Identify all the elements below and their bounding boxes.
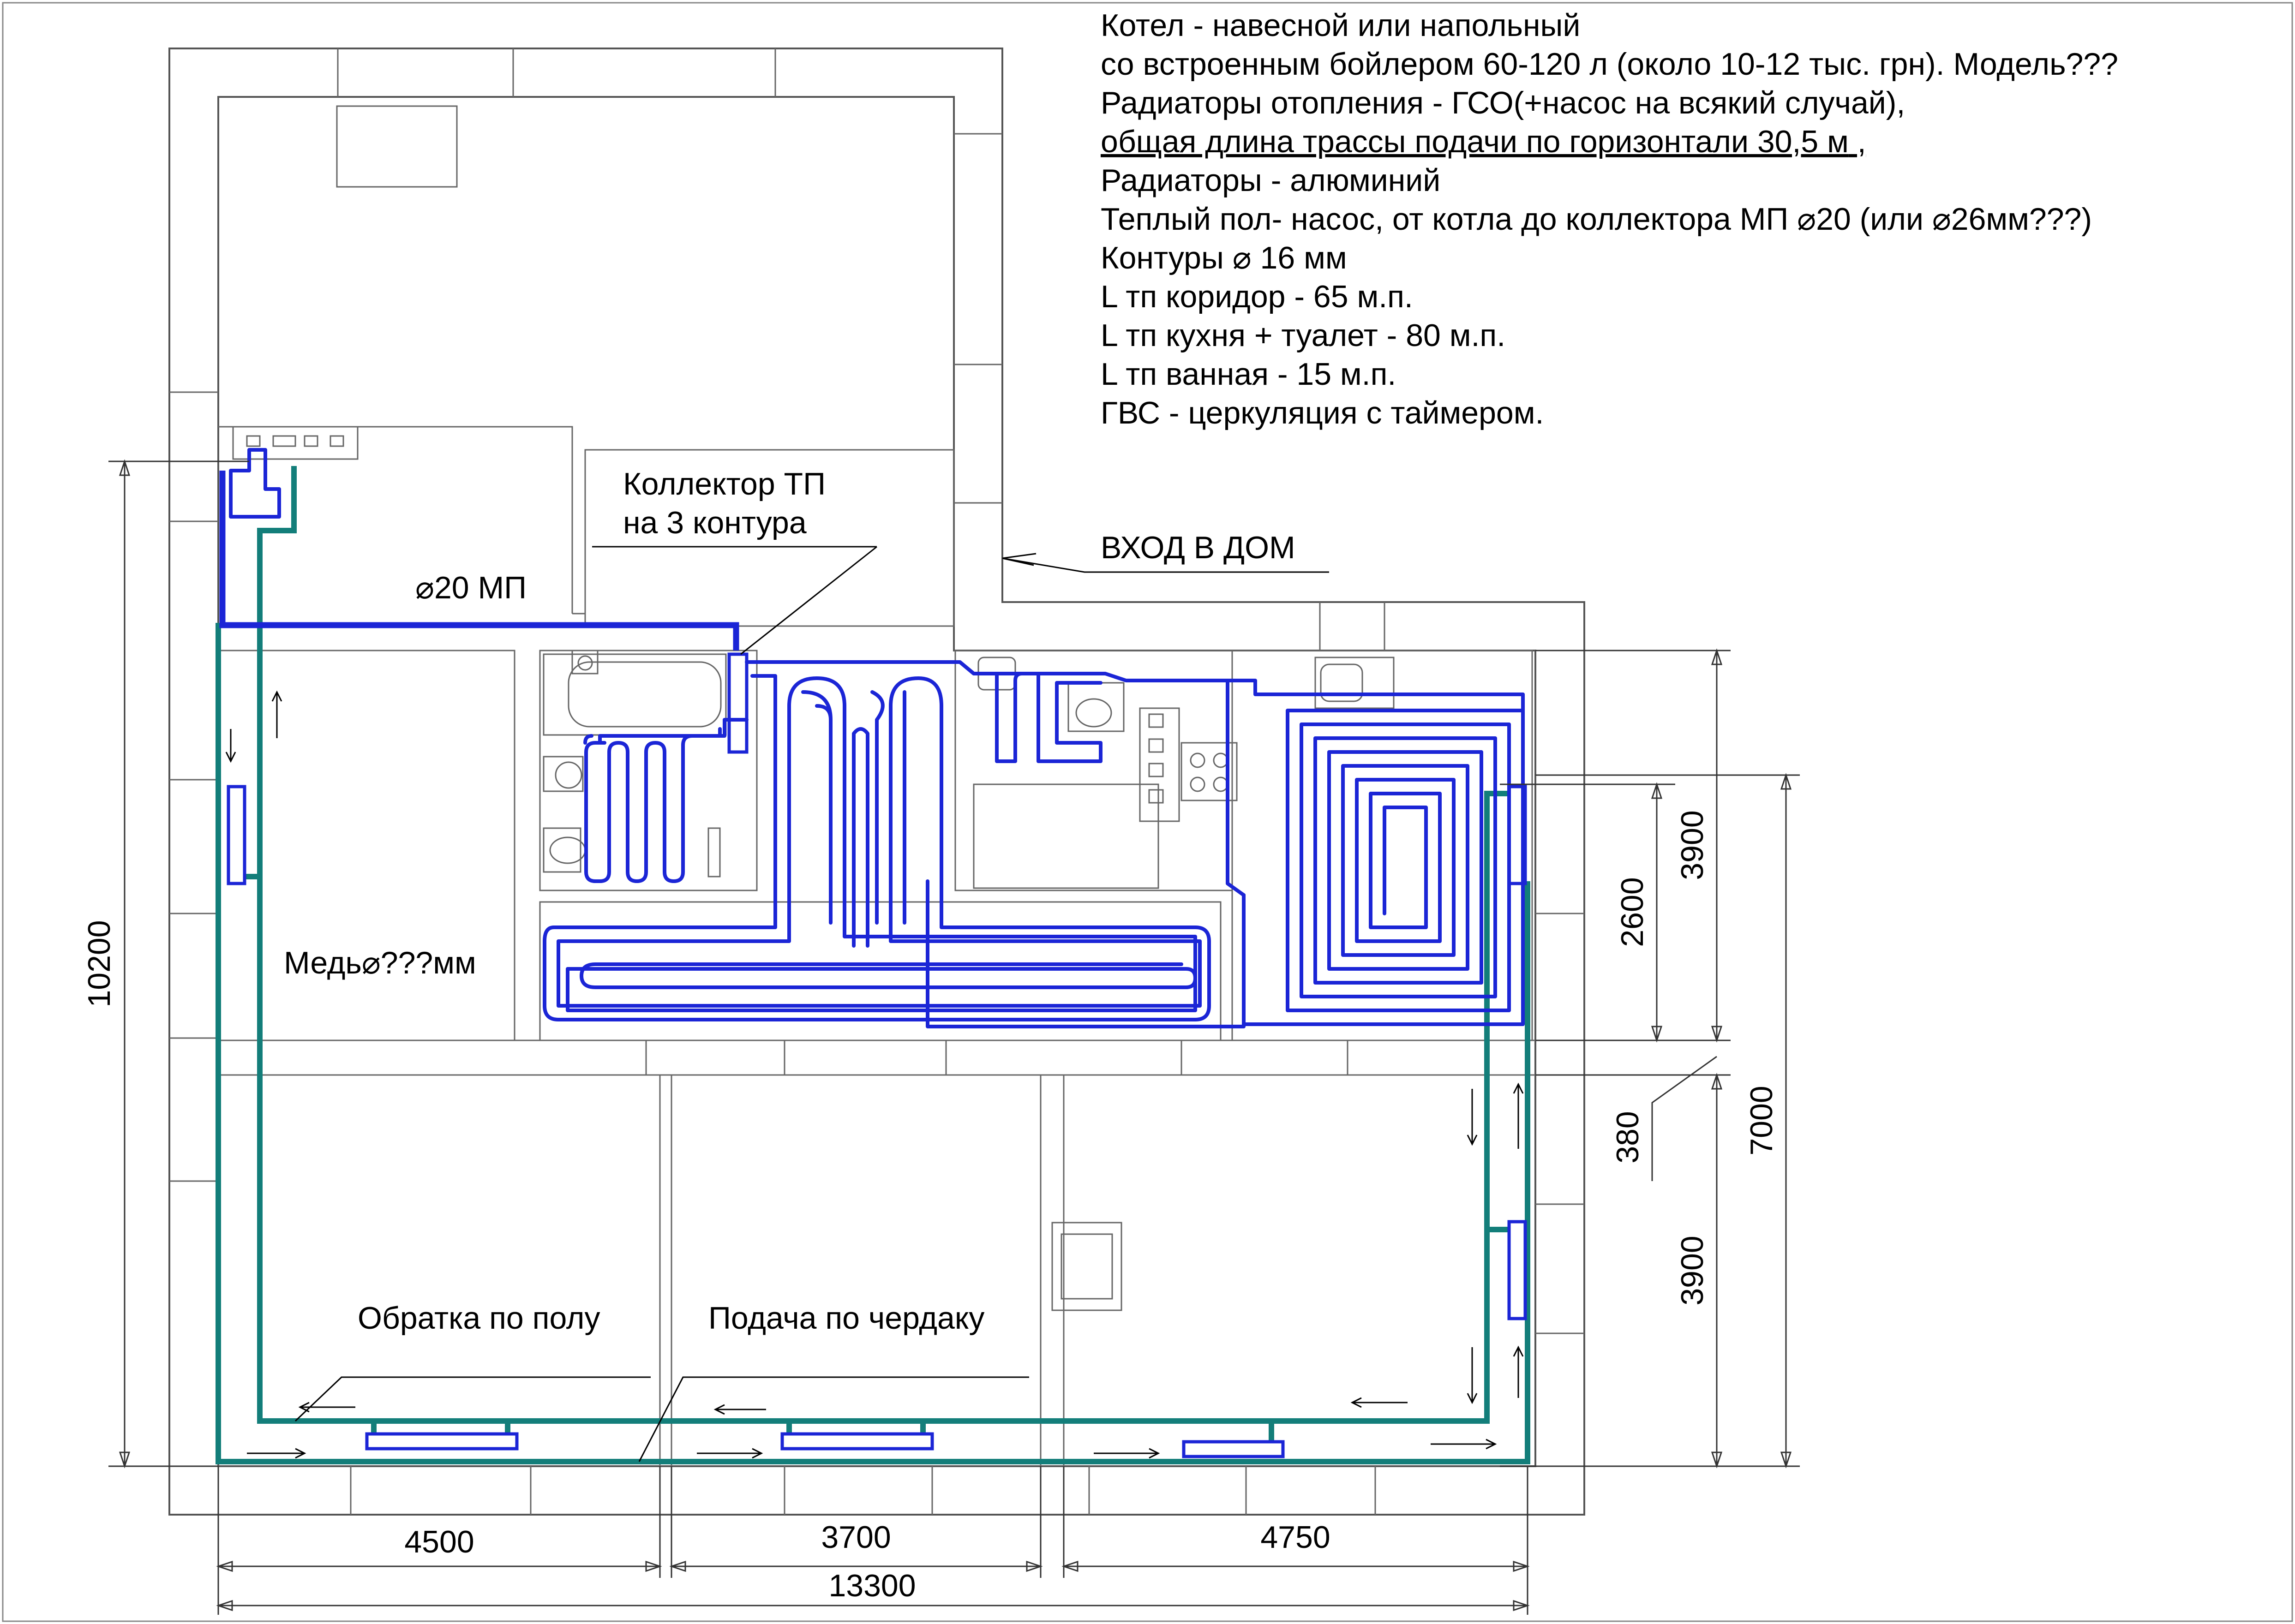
supply-pipe-attic xyxy=(216,623,1530,1464)
dim-right-total: 7000 xyxy=(1744,1086,1779,1155)
dim-bottom-total: 13300 xyxy=(828,1568,916,1603)
dimension-labels: 4500 3700 4750 13300 10200 3900 2600 380… xyxy=(82,810,1779,1603)
note-4: общая длина трассы подачи по горизонтали… xyxy=(1101,124,1866,159)
note-7: Контуры ⌀ 16 мм xyxy=(1101,240,1347,275)
dim-left-total: 10200 xyxy=(82,920,117,1007)
dim-bottom-3: 4750 xyxy=(1260,1520,1330,1555)
annotations xyxy=(225,546,1524,1462)
collector-label-1: Коллектор ТП xyxy=(623,466,826,502)
radiators xyxy=(227,785,1527,1458)
note-10: L тп ванная - 15 м.п. xyxy=(1101,357,1396,392)
kitchen-fixture xyxy=(1314,657,1395,709)
flow-arrows xyxy=(225,690,1524,1459)
entrance-label: ВХОД В ДОМ xyxy=(1101,530,1295,565)
return-pipe-floor xyxy=(257,466,1511,1424)
radiator-4 xyxy=(365,1432,519,1451)
kitchen-sink xyxy=(1067,682,1125,732)
collector-label-2: на 3 контура xyxy=(623,505,807,540)
radiator-pipes xyxy=(216,466,1530,1464)
dim-right-upper: 3900 xyxy=(1675,810,1710,880)
radiator-1 xyxy=(227,785,246,885)
copper-label: Медь⌀???мм xyxy=(284,945,476,980)
radiator-5 xyxy=(780,1432,934,1451)
sink xyxy=(543,756,584,792)
note-8: L тп коридор - 65 м.п. xyxy=(1101,279,1413,314)
stove xyxy=(1180,742,1238,801)
toilet xyxy=(543,827,581,873)
dimension-lines xyxy=(108,459,1800,1615)
dim-bottom-2: 3700 xyxy=(821,1520,891,1555)
note-5: Радиаторы - алюминий xyxy=(1101,163,1440,198)
note-11: ГВС - церкуляция с таймером. xyxy=(1101,395,1544,430)
radiator-6 xyxy=(1182,1440,1285,1458)
note-1: Котел - навесной или напольный xyxy=(1101,8,1580,43)
dim-right-inner: 2600 xyxy=(1615,877,1650,947)
note-2: со встроенным бойлером 60-120 л (около 1… xyxy=(1101,47,2118,82)
supply-pipe-mp20 xyxy=(219,471,739,651)
dim-bottom-1: 4500 xyxy=(404,1524,474,1559)
dim-right-lower: 3900 xyxy=(1675,1236,1710,1305)
note-6: Теплый пол- насос, от котла до коллектор… xyxy=(1101,202,2092,237)
boiler-panel xyxy=(232,426,359,460)
dim-right-gap: 380 xyxy=(1610,1111,1645,1163)
note-3: Радиаторы отопления - ГСО(+насос на всяк… xyxy=(1101,85,1905,120)
note-9: L тп кухня + туалет - 80 м.п. xyxy=(1101,318,1505,353)
notes-block: Котел - навесной или напольный со встрое… xyxy=(1101,8,2118,430)
labels: Коллектор ТП на 3 контура ВХОД В ДОМ ⌀20… xyxy=(284,466,1295,1336)
counter xyxy=(1139,707,1180,822)
supply-pipe-label: ⌀20 МП xyxy=(415,570,527,605)
return-floor-label: Обратка по полу xyxy=(358,1301,600,1336)
bathtub xyxy=(543,653,727,736)
collector xyxy=(727,652,749,754)
walls xyxy=(168,48,1585,1516)
underfloor-heating xyxy=(219,448,1525,1028)
radiator-3 xyxy=(1507,1220,1527,1320)
supply-attic-label: Подача по чердаку xyxy=(708,1301,984,1336)
